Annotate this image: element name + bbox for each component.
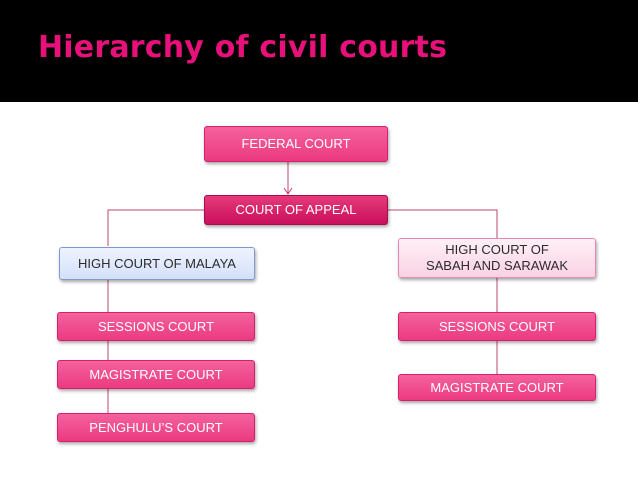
federal-court-label: FEDERAL COURT — [241, 136, 351, 151]
penghulu-court-label: PENGHULU’S COURT — [89, 419, 223, 435]
high-court-malaya-box: HIGH COURT OF MALAYA — [59, 247, 255, 280]
sessions-court-left-label: SESSIONS COURT — [97, 318, 215, 334]
court-of-appeal-box: COURT OF APPEAL — [204, 195, 388, 225]
penghulu-court-box: PENGHULU’S COURT — [57, 413, 255, 442]
sessions-court-right-label: SESSIONS COURT — [438, 318, 556, 334]
federal-court-box: FEDERAL COURT — [204, 126, 388, 162]
magistrate-court-right-box: MAGISTRATE COURT — [398, 374, 596, 401]
slide-title: Hierarchy of civil courts — [38, 30, 448, 65]
title-bar — [0, 0, 638, 102]
magistrate-court-left-label: MAGISTRATE COURT — [89, 366, 223, 382]
connector-appeal-sabah — [388, 209, 498, 238]
high-court-sabah-sarawak-box: HIGH COURT OF SABAH AND SARAWAK — [398, 238, 596, 278]
magistrate-court-left-box: MAGISTRATE COURT — [57, 360, 255, 389]
sessions-court-left-box: SESSIONS COURT — [57, 312, 255, 341]
court-of-appeal-label: COURT OF APPEAL — [235, 202, 357, 217]
arrowhead — [283, 187, 293, 195]
high-court-sabah-label-line1: HIGH COURT OF — [445, 242, 549, 257]
connector-appeal-malaya — [107, 209, 204, 246]
magistrate-court-right-label: MAGISTRATE COURT — [430, 379, 564, 395]
high-court-sabah-label-line2: SABAH AND SARAWAK — [425, 258, 569, 273]
sessions-court-right-box: SESSIONS COURT — [398, 312, 596, 341]
high-court-malaya-label: HIGH COURT OF MALAYA — [78, 255, 236, 271]
